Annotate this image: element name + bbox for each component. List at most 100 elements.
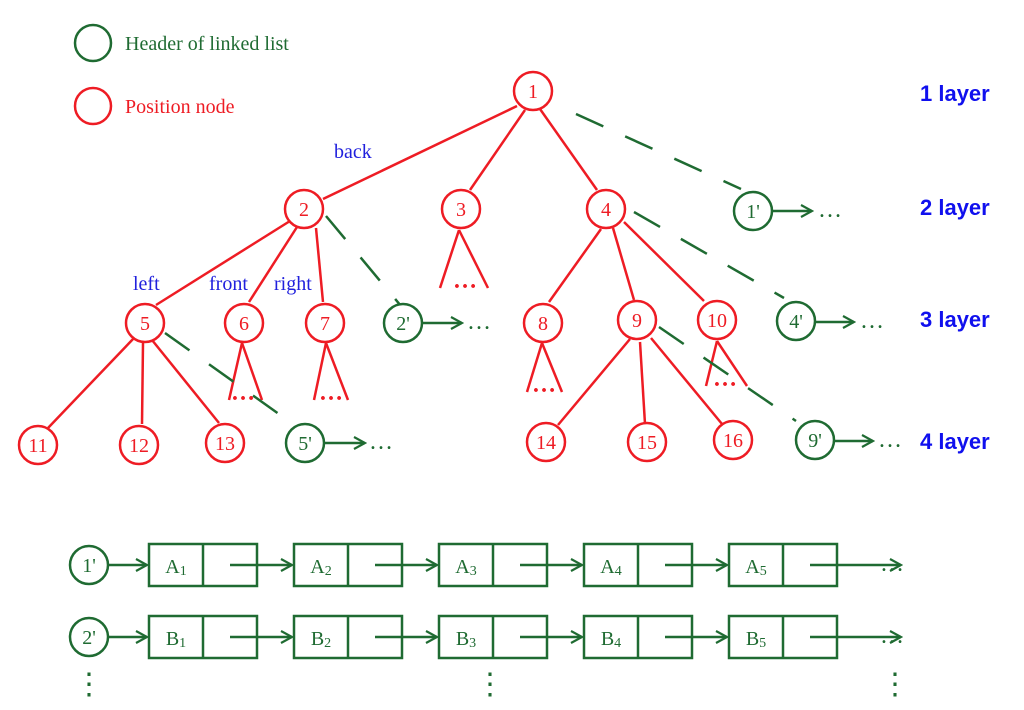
position-node-4: 4 — [585, 188, 627, 230]
header-node-5p: 5' — [284, 422, 326, 464]
list-ellipsis: … — [880, 623, 904, 649]
svg-text:3: 3 — [456, 199, 466, 221]
ellipsis-1p: … — [818, 197, 842, 223]
position-node-1: 1 — [512, 70, 554, 112]
svg-text:9: 9 — [632, 310, 642, 332]
vdots-right: ⋮ — [880, 668, 910, 701]
svg-text:A1: A1 — [165, 556, 186, 579]
svg-text:A4: A4 — [600, 556, 621, 579]
svg-text:1: 1 — [528, 81, 538, 103]
ellipsis-2p: … — [467, 309, 491, 335]
list-node-box: A4 — [582, 542, 694, 588]
legend-position-label: Position node — [125, 96, 235, 118]
legend-position-symbol — [73, 86, 113, 126]
list-ellipsis: … — [880, 551, 904, 577]
position-node-13: 13 — [204, 422, 246, 464]
header-dashes — [164, 112, 797, 426]
svg-text:12: 12 — [129, 435, 149, 457]
ellipsis-node-6: … — [231, 380, 255, 406]
svg-text:8: 8 — [538, 313, 548, 335]
legend-header-symbol — [73, 23, 113, 63]
position-node-5: 5 — [124, 302, 166, 344]
edge-labels: back left front right — [133, 141, 372, 295]
list-header-node: 1' — [68, 544, 110, 586]
svg-text:B1: B1 — [166, 628, 186, 651]
position-node-9: 9 — [616, 299, 658, 341]
svg-text:5: 5 — [140, 313, 150, 335]
svg-text:4: 4 — [601, 199, 611, 221]
layer-label-3: 3 layer — [920, 307, 990, 332]
linked-list-row-1: 1' A1 A2 A3 A4 A5 … — [68, 542, 904, 588]
header-arrows — [325, 211, 873, 443]
svg-text:15: 15 — [637, 432, 657, 454]
layer-label-1: 1 layer — [920, 81, 990, 106]
header-node-9p: 9' — [794, 419, 836, 461]
ellipsis-4p: … — [860, 308, 884, 334]
svg-text:9': 9' — [808, 430, 822, 452]
svg-text:1': 1' — [82, 555, 96, 577]
tree-edges — [47, 104, 723, 429]
vdots-middle: ⋮ — [475, 668, 505, 701]
green-ellipses: … … … … … — [369, 197, 902, 455]
svg-text:2': 2' — [82, 627, 96, 649]
position-node-12: 12 — [118, 424, 160, 466]
edge-label-back: back — [334, 141, 372, 163]
list-header-node: 2' — [68, 616, 110, 658]
edge-label-left: left — [133, 273, 160, 295]
svg-text:A2: A2 — [310, 556, 331, 579]
svg-text:16: 16 — [723, 430, 743, 452]
svg-text:B2: B2 — [311, 628, 331, 651]
position-node-7: 7 — [304, 302, 346, 344]
svg-text:B4: B4 — [601, 628, 621, 651]
svg-text:4': 4' — [789, 311, 803, 333]
layer-label-4: 4 layer — [920, 429, 990, 454]
ellipses: … … … … … — [231, 268, 737, 406]
svg-text:13: 13 — [215, 433, 235, 455]
position-node-8: 8 — [522, 302, 564, 344]
svg-text:6: 6 — [239, 313, 249, 335]
position-node-14: 14 — [525, 421, 567, 463]
ellipsis-node-7: … — [319, 380, 343, 406]
position-node-15: 15 — [626, 421, 668, 463]
edge-label-front: front — [209, 273, 248, 295]
svg-text:B5: B5 — [746, 628, 766, 651]
header-node-4p: 4' — [775, 300, 817, 342]
linked-list-row-2: 2' B1 B2 B3 B4 B5 … — [68, 614, 904, 660]
linked-lists: 1' A1 A2 A3 A4 A5 … 2' B1 B2 B3 B4 B5 … — [68, 542, 904, 660]
svg-text:10: 10 — [707, 310, 727, 332]
position-node-2: 2 — [283, 188, 325, 230]
position-node-6: 6 — [223, 302, 265, 344]
legend-header-label: Header of linked list — [125, 33, 289, 55]
position-node-3: 3 — [440, 188, 482, 230]
svg-text:2': 2' — [396, 313, 410, 335]
ellipsis-node-10: … — [713, 366, 737, 392]
ellipsis-node-8: … — [532, 372, 556, 398]
vertical-dots: ⋮ ⋮ ⋮ — [74, 668, 910, 701]
vdots-left: ⋮ — [74, 668, 104, 701]
svg-text:1': 1' — [746, 201, 760, 223]
list-node-box: A5 — [727, 542, 839, 588]
edge-label-right: right — [274, 273, 312, 295]
layer-labels: 1 layer 2 layer 3 layer 4 layer — [920, 81, 990, 454]
svg-text:A5: A5 — [745, 556, 766, 579]
svg-text:2: 2 — [299, 199, 309, 221]
svg-text:B3: B3 — [456, 628, 476, 651]
svg-text:7: 7 — [320, 313, 330, 335]
header-node-1p: 1' — [732, 190, 774, 232]
layer-label-2: 2 layer — [920, 195, 990, 220]
ellipsis-5p: … — [369, 429, 393, 455]
list-node-box: A3 — [437, 542, 549, 588]
header-node-2p: 2' — [382, 302, 424, 344]
svg-text:A3: A3 — [455, 556, 476, 579]
ellipsis-9p: … — [878, 427, 902, 453]
ellipsis-node-3: … — [453, 268, 477, 294]
position-node-11: 11 — [17, 424, 59, 466]
position-node-16: 16 — [712, 419, 754, 461]
position-node-10: 10 — [696, 299, 738, 341]
svg-text:14: 14 — [536, 432, 556, 454]
legend: Header of linked list Position node — [73, 23, 289, 126]
svg-text:5': 5' — [298, 433, 312, 455]
